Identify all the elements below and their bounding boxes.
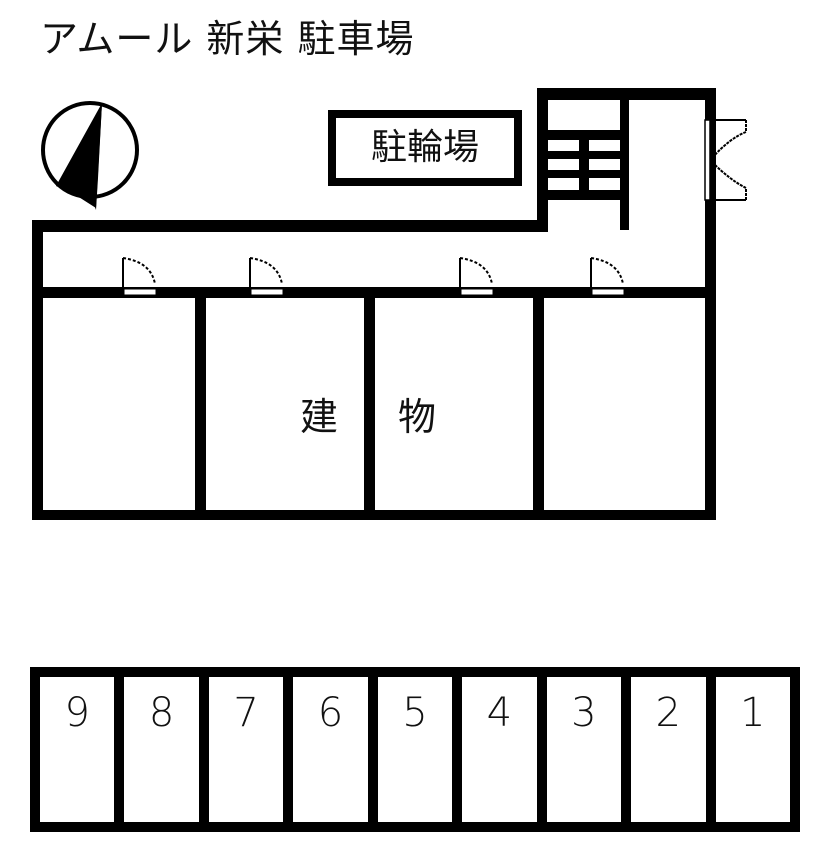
parking-space-3[interactable]: 3 xyxy=(546,677,632,822)
parking-space-8[interactable]: 8 xyxy=(124,677,209,822)
north-arrow-icon xyxy=(41,101,139,210)
page-title: アムール 新栄 駐車場 xyxy=(40,17,415,61)
space-number: 1 xyxy=(739,690,766,736)
space-number: 4 xyxy=(486,690,513,736)
parking-space-7[interactable]: 7 xyxy=(208,677,294,822)
space-number: 7 xyxy=(233,690,259,736)
wall-left xyxy=(32,220,43,520)
building-label-2: 物 xyxy=(398,395,437,439)
building-label-1: 建 xyxy=(300,395,339,439)
parking-space-2[interactable]: 2 xyxy=(631,677,716,822)
door-swing-icon xyxy=(122,257,157,296)
door-swing-icon xyxy=(459,257,494,296)
door-swing-icon xyxy=(590,257,625,296)
parking-lot: 9 8 7 6 5 4 3 2 1 xyxy=(30,667,800,832)
parking-space-1[interactable]: 1 xyxy=(715,677,790,822)
parking-space-4[interactable]: 4 xyxy=(462,677,547,822)
parking-space-6[interactable]: 6 xyxy=(293,677,378,822)
space-number: 9 xyxy=(64,690,90,736)
stair-inner-wall xyxy=(620,88,629,230)
bicycle-parking-area: 駐輪場 xyxy=(328,110,522,186)
unit-divider xyxy=(364,287,375,520)
parking-space-9[interactable]: 9 xyxy=(40,677,125,822)
stair-tower-left xyxy=(537,88,548,232)
wall-right xyxy=(705,88,716,520)
space-number: 5 xyxy=(402,690,428,736)
parking-space-5[interactable]: 5 xyxy=(377,677,463,822)
space-number: 3 xyxy=(571,690,597,736)
double-door-icon xyxy=(704,119,747,201)
bicycle-parking-label: 駐輪場 xyxy=(370,127,479,168)
wall-top xyxy=(32,220,548,232)
space-number: 2 xyxy=(655,690,681,736)
stairs-icon xyxy=(546,130,622,200)
space-number: 8 xyxy=(148,690,175,736)
unit-divider xyxy=(195,287,206,520)
door-swing-icon xyxy=(249,257,284,296)
unit-divider xyxy=(533,287,544,520)
space-number: 6 xyxy=(317,690,344,736)
